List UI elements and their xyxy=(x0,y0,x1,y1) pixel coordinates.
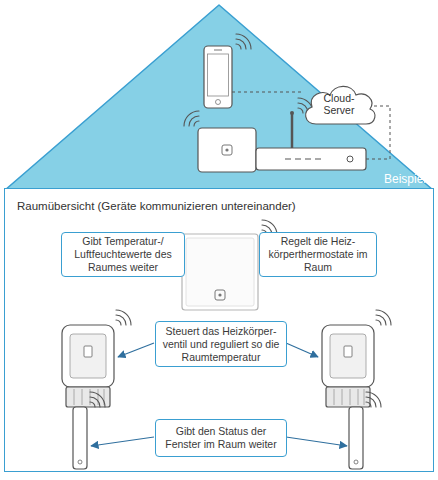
radiator-thermostat xyxy=(62,325,114,407)
info-box: Gibt den Status der Fenster im Raum weit… xyxy=(155,419,287,457)
box-text: Regelt die Heiz- körperthermostate im Ra… xyxy=(264,235,372,274)
info-box: Steuert das Heizkörper- ventil und regul… xyxy=(155,321,287,367)
box-text: Steuert das Heizkörper- ventil und regul… xyxy=(160,325,282,364)
window-sensor xyxy=(73,407,87,469)
box-text: Gibt Temperatur-/ Luftfeuchtewerte des R… xyxy=(66,235,180,274)
window-sensor xyxy=(349,407,363,469)
wifi-waves xyxy=(184,34,313,126)
node-label: Cloud- Server xyxy=(312,92,366,116)
node-label: Beispiel xyxy=(384,172,426,186)
cloud-server: Cloud- Server xyxy=(300,80,378,130)
smartphone xyxy=(204,46,232,108)
box-text: Gibt den Status der Fenster im Raum weit… xyxy=(160,425,282,451)
info-box: Regelt die Heiz- körperthermostate im Ra… xyxy=(259,232,377,277)
wifi-waves xyxy=(90,220,391,407)
base-station xyxy=(198,128,256,172)
wall-thermostat xyxy=(182,234,258,310)
router xyxy=(256,111,366,170)
leader-arrow xyxy=(91,343,347,446)
node-label: Raumübersicht (Geräte kommunizieren unte… xyxy=(17,199,423,213)
radiator-thermostat xyxy=(322,325,374,407)
info-box: Gibt Temperatur-/ Luftfeuchtewerte des R… xyxy=(61,232,185,277)
